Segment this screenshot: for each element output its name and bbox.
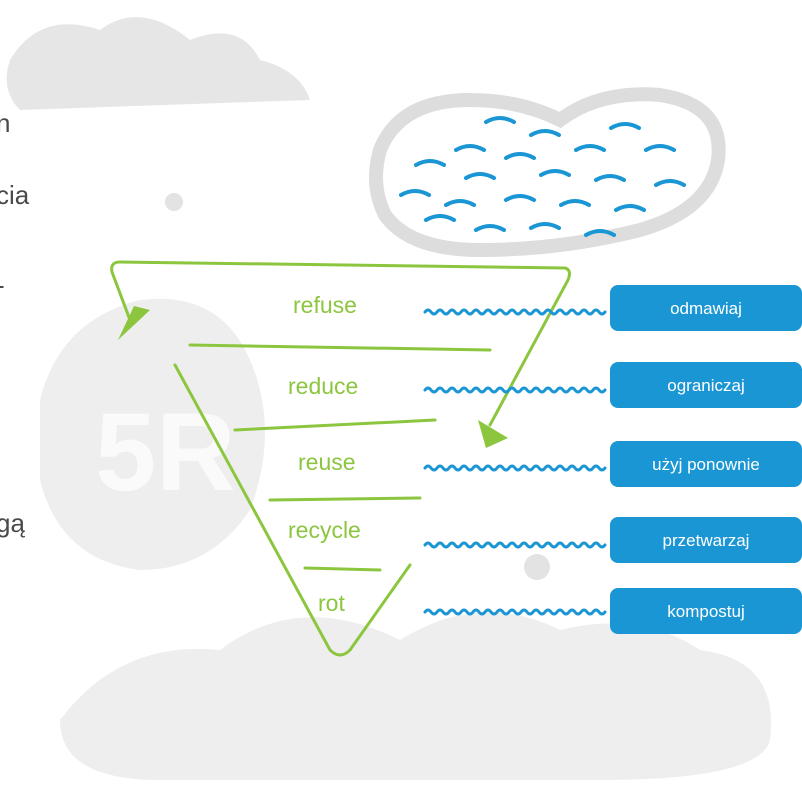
r-word-rot: rot bbox=[318, 590, 345, 616]
side-fragment-1: n bbox=[0, 108, 11, 138]
funnel bbox=[110, 260, 571, 657]
fish-mark-21 bbox=[654, 179, 686, 187]
funnel-left-edge bbox=[173, 363, 412, 657]
badge-uzyj-ponownie-label: użyj ponownie bbox=[652, 455, 760, 474]
dot-right bbox=[524, 554, 550, 580]
fish-mark-19 bbox=[424, 214, 456, 222]
r-word-refuse: refuse bbox=[293, 292, 357, 318]
fish-mark-9 bbox=[539, 169, 571, 177]
side-fragment-2: cia bbox=[0, 180, 30, 210]
fish-mark-12 bbox=[399, 189, 431, 197]
wavy-connector-5 bbox=[423, 608, 607, 616]
fish-mark-11 bbox=[644, 144, 676, 152]
wavy-connector-1 bbox=[423, 308, 607, 316]
fish-mark-20 bbox=[584, 229, 616, 237]
side-fragment-4: gą bbox=[0, 508, 25, 538]
badge-ograniczaj: ograniczaj bbox=[610, 362, 802, 408]
badge-kompostuj-label: kompostuj bbox=[667, 602, 744, 621]
funnel-top-arrow-path bbox=[110, 260, 571, 427]
r-word-reduce: reduce bbox=[288, 373, 358, 399]
fish-mark-18 bbox=[529, 222, 561, 230]
wavy-connectors bbox=[423, 308, 607, 616]
fish-mark-8 bbox=[464, 172, 496, 180]
badge-przetwarzaj: przetwarzaj bbox=[610, 517, 802, 563]
divider-4 bbox=[303, 566, 382, 572]
fish-mark-15 bbox=[559, 199, 591, 207]
badge-odmawiaj-label: odmawiaj bbox=[670, 299, 742, 318]
badge-kompostuj: kompostuj bbox=[610, 588, 802, 634]
dot-small bbox=[165, 193, 183, 211]
divider-1 bbox=[188, 343, 492, 352]
fish-school bbox=[399, 116, 686, 237]
fish-mark-7 bbox=[414, 159, 446, 167]
fish-mark-5 bbox=[574, 144, 606, 152]
badge-ograniczaj-label: ograniczaj bbox=[667, 376, 745, 395]
wavy-connector-2 bbox=[423, 386, 607, 394]
r-word-reuse: reuse bbox=[298, 449, 356, 475]
big-5r-label: 5R bbox=[95, 391, 236, 514]
grey-blob bbox=[40, 298, 265, 570]
fish-mark-3 bbox=[454, 144, 486, 152]
divider-3 bbox=[268, 496, 422, 502]
fish-mark-6 bbox=[609, 122, 641, 130]
badge-przetwarzaj-label: przetwarzaj bbox=[663, 531, 750, 550]
badge-odmawiaj: odmawiaj bbox=[610, 285, 802, 331]
fish-mark-14 bbox=[504, 194, 536, 202]
fish-mark-10 bbox=[594, 174, 626, 182]
fish-mark-16 bbox=[614, 204, 646, 212]
arrowhead-left bbox=[118, 306, 150, 340]
cloud-top-left bbox=[6, 17, 311, 111]
arrowhead-right bbox=[478, 420, 508, 448]
side-fragment-3: - bbox=[0, 270, 5, 301]
badge-uzyj-ponownie: użyj ponownie bbox=[610, 441, 802, 487]
fish-mark-4 bbox=[504, 152, 536, 160]
r-word-recycle: recycle bbox=[288, 517, 361, 543]
wavy-connector-4 bbox=[423, 541, 607, 549]
fish-mark-17 bbox=[474, 224, 506, 232]
divider-2 bbox=[233, 418, 437, 432]
fish-mark-2 bbox=[529, 129, 561, 137]
fish-mark-13 bbox=[444, 199, 476, 207]
cloud-bottom bbox=[60, 612, 772, 780]
wavy-connector-3 bbox=[423, 464, 607, 472]
fish-mark-1 bbox=[484, 116, 516, 124]
